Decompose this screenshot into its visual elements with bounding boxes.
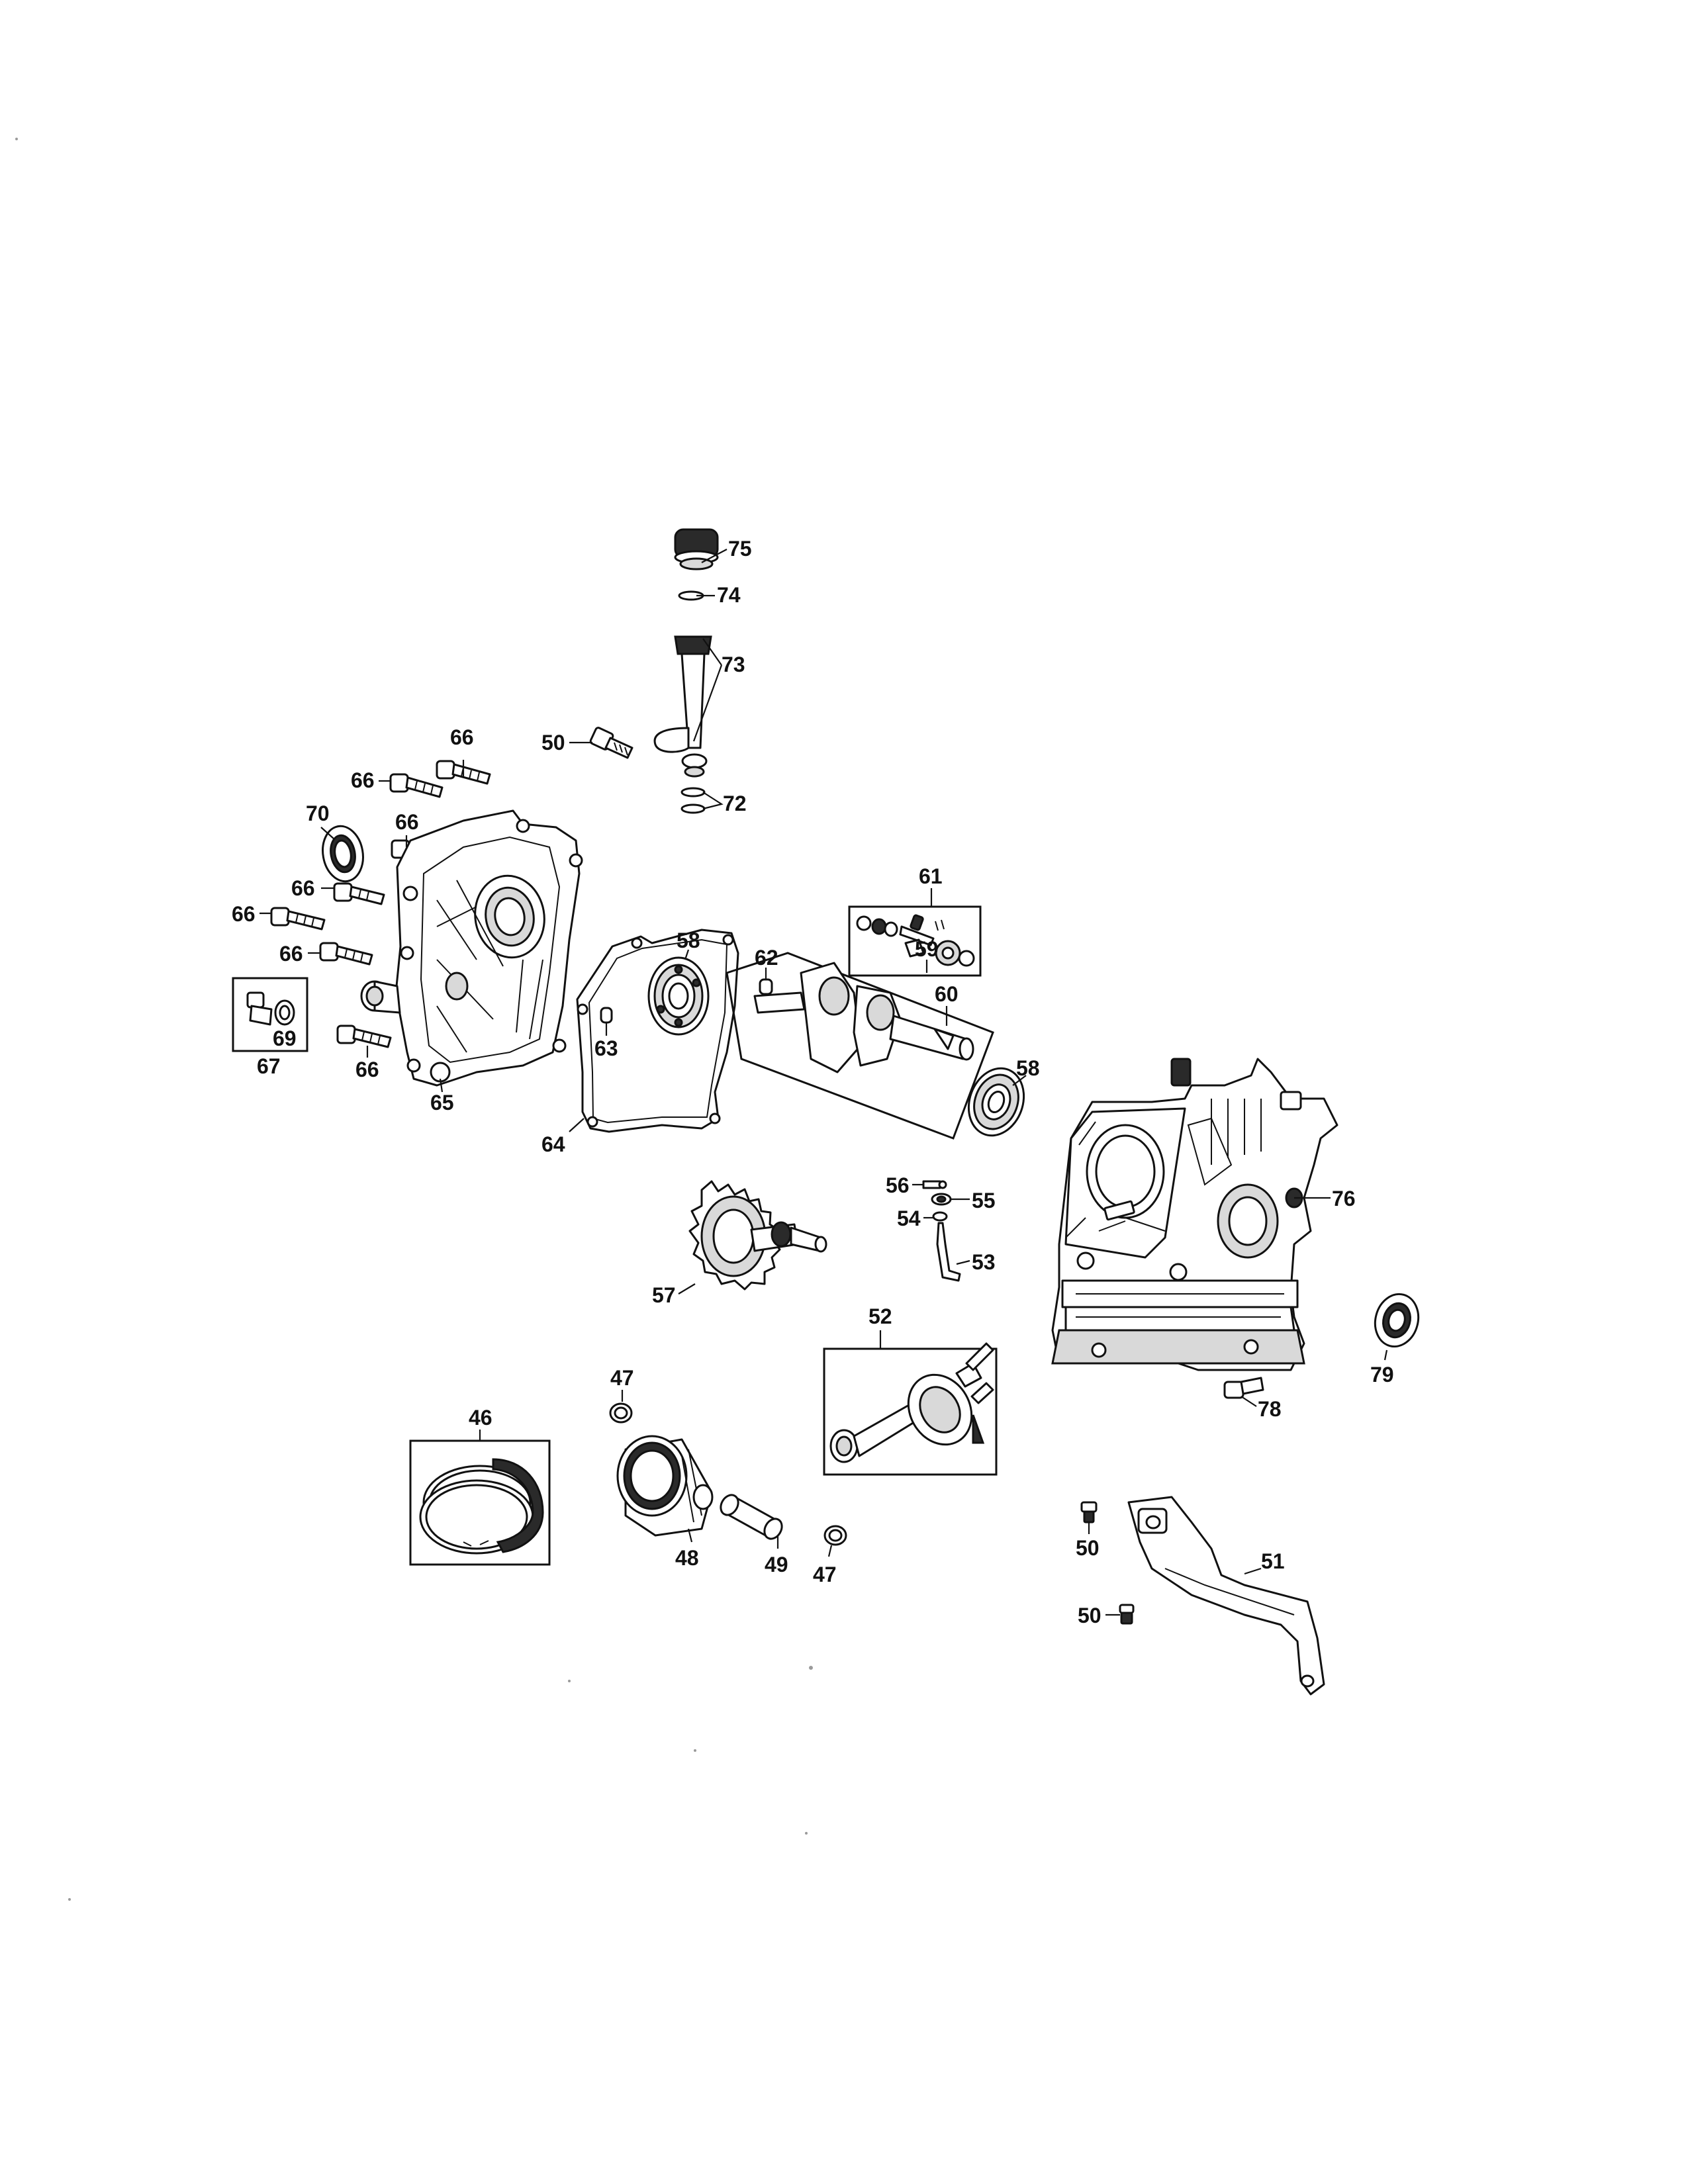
- callout-66-e: 66: [232, 902, 256, 926]
- callout-72: 72: [723, 792, 747, 815]
- callout-49: 49: [765, 1553, 788, 1576]
- bolt-66-b: [389, 773, 444, 798]
- crankshaft-59: [753, 962, 974, 1073]
- bolt-50-upper: [589, 727, 633, 759]
- callout-46: 46: [469, 1406, 492, 1430]
- oil-seal-70: [322, 825, 364, 883]
- callout-labels: 75 74 73 72 50 66 66 66 70 66 66 66 69 6…: [232, 537, 1394, 1627]
- bracket-51: [1127, 1496, 1325, 1696]
- callout-50-lower: 50: [1078, 1604, 1102, 1627]
- circlip-47-b: [823, 1525, 847, 1546]
- governor-shaft-53: [936, 1222, 961, 1282]
- connecting-rod-52: [829, 1342, 994, 1463]
- washer-55: [931, 1193, 952, 1206]
- callout-78: 78: [1258, 1397, 1282, 1421]
- scan-specks: [15, 138, 813, 1901]
- o-rings-72: [680, 787, 706, 814]
- crankcase-cover-65: [395, 809, 583, 1087]
- bolt-66-a: [436, 760, 491, 785]
- kit-box-52: [823, 1347, 998, 1476]
- callout-51: 51: [1261, 1549, 1285, 1573]
- bolt-66-g: [336, 1024, 392, 1048]
- callout-50-upper: 50: [541, 731, 565, 754]
- callout-66-g: 66: [355, 1058, 379, 1081]
- callout-66-b: 66: [351, 768, 375, 792]
- callout-58-left: 58: [677, 929, 700, 952]
- callout-66-a: 66: [450, 725, 474, 749]
- drain-plug-67: [246, 991, 273, 1026]
- bolt-66-e: [270, 907, 326, 931]
- kit-box-67: [232, 977, 308, 1052]
- callout-53: 53: [972, 1250, 996, 1274]
- camshaft-gear-57: [688, 1180, 827, 1291]
- callout-66-f: 66: [279, 942, 303, 966]
- callout-47-a: 47: [610, 1366, 634, 1390]
- woodruff-key-60: [933, 1028, 955, 1050]
- kit-box-61: [848, 905, 982, 977]
- ball-bearing-58-right: [967, 1067, 1025, 1137]
- piston-pin-49: [720, 1494, 783, 1540]
- governor-parts-61: [856, 914, 975, 967]
- dowel-sleeve: [360, 980, 401, 1014]
- piston-48: [616, 1435, 714, 1537]
- circlip-47-a: [609, 1402, 633, 1424]
- bolt-66-f: [319, 942, 373, 966]
- callout-66-d: 66: [291, 876, 315, 900]
- bolt-50-mid: [1080, 1501, 1098, 1524]
- oil-filler-cap-75: [674, 528, 719, 570]
- filler-tube-73: [653, 635, 712, 778]
- callout-59: 59: [915, 937, 939, 961]
- callout-55: 55: [972, 1189, 996, 1212]
- callout-57: 57: [652, 1283, 676, 1307]
- callout-63: 63: [594, 1036, 618, 1060]
- piston-rings-46: [419, 1458, 544, 1555]
- callout-50-mid: 50: [1076, 1536, 1100, 1560]
- callout-76: 76: [1332, 1187, 1356, 1210]
- callout-48: 48: [675, 1546, 699, 1570]
- callout-64: 64: [541, 1132, 565, 1156]
- callout-61: 61: [919, 864, 943, 888]
- bolt-66-d: [333, 882, 385, 905]
- kit-box-59: [726, 952, 994, 1140]
- callout-54: 54: [897, 1206, 921, 1230]
- gasket-64: [576, 929, 739, 1133]
- oil-seal-79: [1374, 1293, 1420, 1348]
- dowel-pin-63: [600, 1007, 613, 1024]
- washer-69: [274, 999, 295, 1026]
- callout-79: 79: [1370, 1363, 1394, 1387]
- drain-bolt-78: [1223, 1377, 1264, 1399]
- callout-74: 74: [717, 583, 741, 607]
- callout-47-b: 47: [813, 1563, 837, 1586]
- callout-66-c: 66: [395, 810, 419, 834]
- callout-67: 67: [257, 1054, 281, 1078]
- callout-56: 56: [886, 1173, 910, 1197]
- callout-69: 69: [273, 1026, 297, 1050]
- cylinder-block-76: [1051, 1058, 1338, 1371]
- callout-75: 75: [728, 537, 752, 561]
- callout-60: 60: [935, 982, 959, 1006]
- ball-bearing-58-left: [647, 956, 710, 1036]
- callout-58-right: 58: [1016, 1056, 1040, 1080]
- dowel-pin-62: [759, 978, 773, 995]
- bolt-50-lower: [1119, 1604, 1135, 1625]
- callout-62: 62: [755, 946, 778, 970]
- callout-52: 52: [868, 1304, 892, 1328]
- callout-65: 65: [430, 1091, 454, 1115]
- pin-56: [922, 1180, 947, 1189]
- o-ring-54: [932, 1211, 948, 1222]
- callout-70: 70: [306, 801, 330, 825]
- callout-73: 73: [722, 653, 745, 676]
